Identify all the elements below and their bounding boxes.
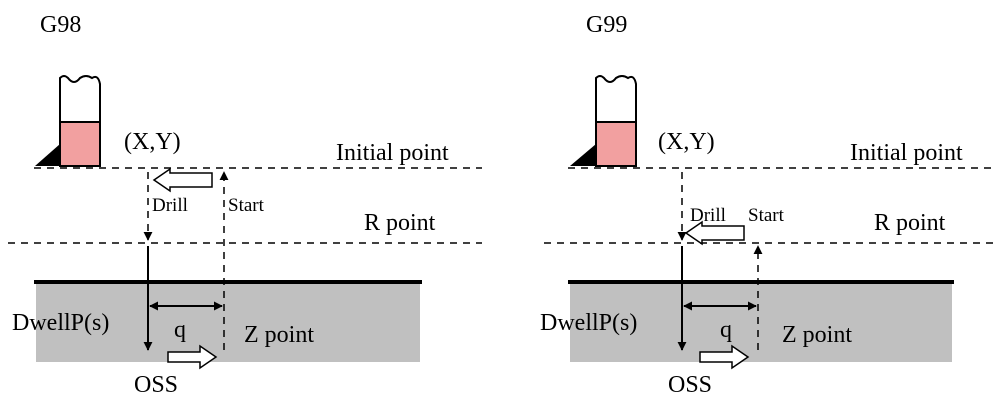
shift-left-arrow [684,220,745,246]
r-point-label: R point [364,210,436,236]
initial-point-label: Initial point [850,140,963,166]
panel-g99: G99 (X,Y) Initial point R point Drill St… [540,12,994,398]
oss-label: OSS [668,372,712,398]
tool-coolant-band [595,121,637,167]
dwell-label: DwellP(s) [12,310,109,336]
workpiece-block [570,282,952,362]
drill-label: Drill [690,205,726,226]
start-label: Start [748,205,785,226]
coord-label: (X,Y) [658,129,715,155]
workpiece-block [36,282,420,362]
z-point-label: Z point [782,322,852,348]
dwell-label: DwellP(s) [540,310,637,336]
tool-shank [595,75,637,123]
panel-g98: G98 (X,Y) Initial point R point Drill St… [8,12,482,398]
oss-arrow [167,344,218,370]
q-label: q [720,317,732,343]
q-label: q [174,317,186,343]
panel-title: G99 [586,12,627,38]
z-point-label: Z point [244,322,314,348]
panel-title: G98 [40,12,81,38]
tool-icon [570,75,637,167]
shift-left-arrow [152,167,213,193]
tool-tip [35,144,60,166]
tool-tip [570,144,596,166]
r-point-label: R point [874,210,946,236]
oss-arrow [699,344,750,370]
tool-icon [35,75,101,167]
tool-coolant-band [59,121,101,167]
start-label: Start [228,195,265,216]
oss-label: OSS [134,372,178,398]
tool-shank [59,75,101,123]
initial-point-label: Initial point [336,140,449,166]
drill-label: Drill [152,195,188,216]
coord-label: (X,Y) [124,129,181,155]
